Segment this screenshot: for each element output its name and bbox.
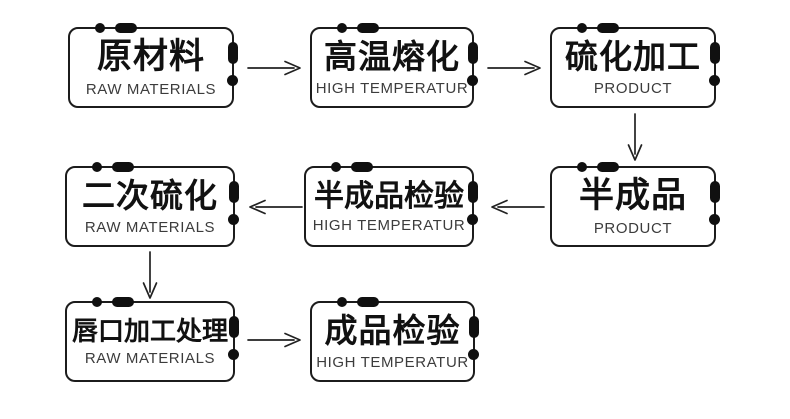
node-semi-finished-product: 半成品 PRODUCT (550, 162, 720, 247)
dot-decoration-icon (331, 162, 341, 172)
node-vulcanization-processing: 硫化加工 PRODUCT (550, 23, 720, 108)
pill-decoration-icon (229, 181, 239, 203)
pill-decoration-icon (710, 42, 720, 64)
node-title-zh: 半成品检验 (314, 179, 464, 213)
node-title-zh: 唇口加工处理 (71, 315, 228, 346)
arrow-right-icon (247, 60, 301, 76)
node-subtitle-en: HIGH TEMPERATUR (315, 79, 469, 97)
node-subtitle-en: PRODUCT (593, 219, 673, 237)
pill-decoration-icon (597, 162, 619, 172)
pill-decoration-icon (468, 42, 478, 64)
dot-decoration-icon (92, 162, 102, 172)
node-subtitle-en: RAW MATERIALS (84, 350, 216, 368)
node-title-zh: 二次硫化 (82, 177, 218, 215)
node-semi-finished-inspection: 半成品检验 HIGH TEMPERATUR (304, 162, 478, 247)
dot-decoration-icon (227, 75, 238, 86)
node-title-zh: 成品检验 (324, 312, 461, 350)
dot-decoration-icon (337, 23, 347, 33)
pill-decoration-icon (468, 181, 478, 203)
node-subtitle-en: PRODUCT (593, 79, 673, 97)
arrow-down-icon (142, 251, 158, 299)
dot-decoration-icon (337, 297, 347, 307)
pill-decoration-icon (112, 162, 134, 172)
node-finished-product-inspection: 成品检验 HIGH TEMPERATUR (310, 297, 479, 382)
dot-decoration-icon (228, 214, 239, 225)
pill-decoration-icon (351, 162, 373, 172)
dot-decoration-icon (92, 297, 102, 307)
pill-decoration-icon (469, 316, 479, 338)
dot-decoration-icon (467, 75, 478, 86)
node-title-zh: 硫化加工 (565, 38, 701, 76)
node-raw-materials: 原材料 RAW MATERIALS (68, 23, 238, 108)
dot-decoration-icon (709, 75, 720, 86)
dot-decoration-icon (577, 162, 587, 172)
pill-decoration-icon (229, 316, 239, 338)
dot-decoration-icon (467, 214, 478, 225)
node-title-zh: 原材料 (96, 37, 205, 77)
node-secondary-vulcanization: 二次硫化 RAW MATERIALS (65, 162, 239, 247)
node-lip-processing: 唇口加工处理 RAW MATERIALS (65, 297, 239, 382)
pill-decoration-icon (228, 42, 238, 64)
pill-decoration-icon (115, 23, 137, 33)
dot-decoration-icon (95, 23, 105, 33)
dot-decoration-icon (228, 349, 239, 360)
node-high-temperature-melting: 高温熔化 HIGH TEMPERATUR (310, 23, 478, 108)
pill-decoration-icon (597, 23, 619, 33)
dot-decoration-icon (468, 349, 479, 360)
arrow-right-icon (247, 332, 301, 348)
node-title-zh: 半成品 (578, 176, 687, 216)
dot-decoration-icon (709, 214, 720, 225)
arrow-left-icon (491, 199, 545, 215)
pill-decoration-icon (357, 23, 379, 33)
node-subtitle-en: HIGH TEMPERATUR (312, 217, 466, 235)
arrow-left-icon (249, 199, 303, 215)
arrow-right-icon (487, 60, 541, 76)
node-subtitle-en: RAW MATERIALS (84, 218, 216, 236)
node-subtitle-en: RAW MATERIALS (85, 80, 217, 98)
pill-decoration-icon (357, 297, 379, 307)
dot-decoration-icon (577, 23, 587, 33)
arrow-down-icon (627, 113, 643, 161)
pill-decoration-icon (710, 181, 720, 203)
node-subtitle-en: HIGH TEMPERATUR (316, 353, 469, 371)
node-title-zh: 高温熔化 (324, 38, 460, 76)
pill-decoration-icon (112, 297, 134, 307)
